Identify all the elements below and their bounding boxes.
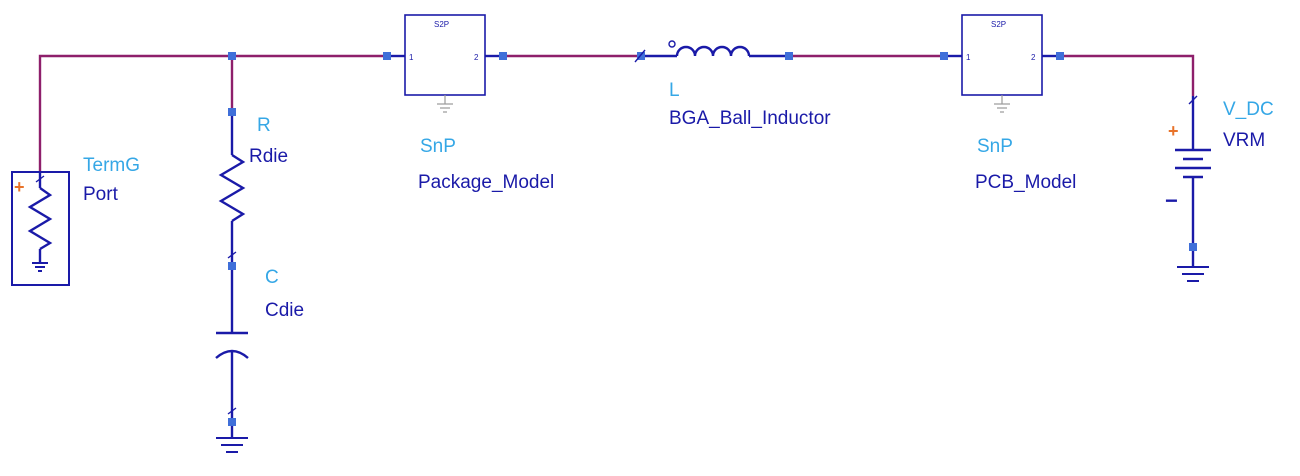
inductor-type-label: L (669, 80, 680, 101)
inductor-name-label: BGA_Ball_Inductor (669, 108, 831, 129)
package-type-label: SnP (420, 136, 456, 157)
vrm-polarity-plus: + (1168, 121, 1179, 141)
package-name-label: Package_Model (418, 172, 554, 193)
pcb-symbol-text: S2P (991, 20, 1006, 29)
capacitor-cdie[interactable] (215, 270, 249, 453)
capacitor-name-label: Cdie (265, 300, 304, 321)
port-name-label: Port (83, 184, 119, 205)
vrm-polarity-minus: − (1165, 188, 1178, 213)
resistor-rdie[interactable] (218, 108, 246, 270)
wires (38, 54, 1195, 173)
package-symbol-text: S2P (434, 20, 449, 29)
package-pin2-text: 2 (474, 53, 479, 62)
vrm-name-label: VRM (1223, 130, 1265, 151)
port-type-label: TermG (83, 155, 140, 176)
inductor-bga-ball[interactable] (634, 40, 793, 63)
package-model-s2p[interactable]: S2P 1 2 (383, 14, 507, 113)
pcb-pin2-text: 2 (1031, 53, 1036, 62)
pcb-type-label: SnP (977, 136, 1013, 157)
resistor-name-label: Rdie (249, 146, 288, 167)
wire-pcb-to-vrm[interactable] (1057, 54, 1195, 96)
package-pin1-text: 1 (409, 53, 414, 62)
port-termg[interactable]: + (11, 171, 70, 286)
vrm-vdc-source[interactable]: + − (1165, 95, 1211, 282)
vrm-type-label: V_DC (1223, 99, 1274, 120)
junction-dot[interactable] (228, 52, 236, 60)
capacitor-type-label: C (265, 267, 279, 288)
wire-port-to-package[interactable] (38, 54, 386, 173)
pcb-pin1-text: 1 (966, 53, 971, 62)
resistor-type-label: R (257, 115, 271, 136)
port-polarity-plus: + (14, 177, 25, 197)
pcb-name-label: PCB_Model (975, 172, 1076, 193)
pcb-model-s2p[interactable]: S2P 1 2 (940, 14, 1064, 113)
